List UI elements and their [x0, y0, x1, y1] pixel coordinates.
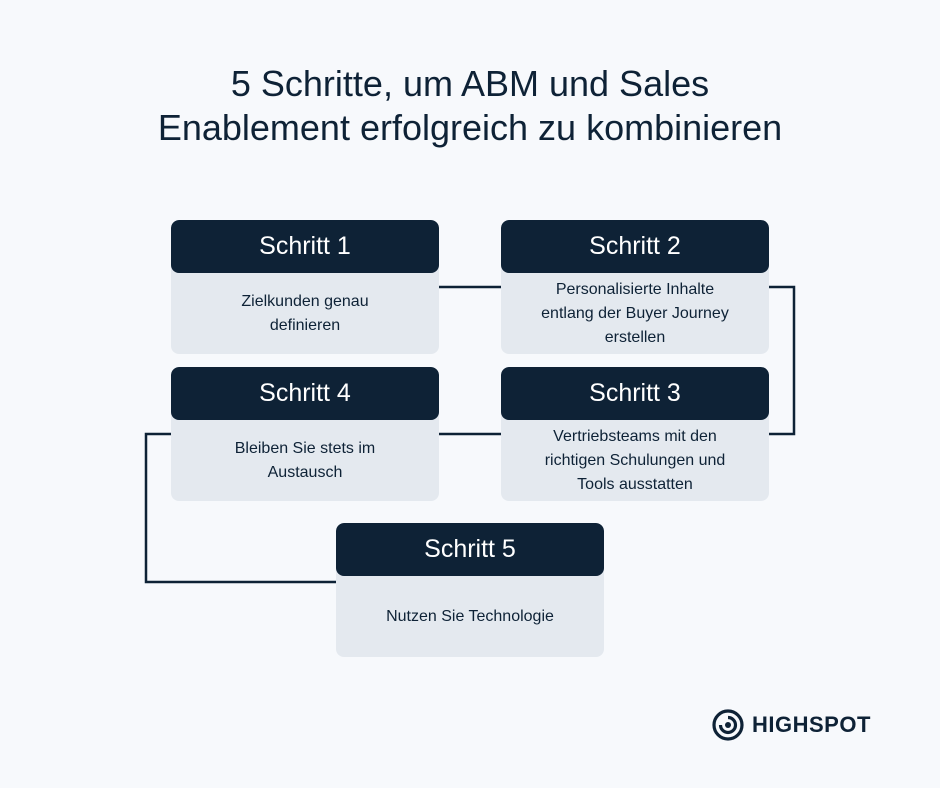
step-heading: Schritt 4: [171, 367, 439, 420]
step-heading: Schritt 5: [336, 523, 604, 576]
step-description-line: erstellen: [604, 328, 666, 346]
step-description-line: richtigen Schulungen und: [544, 451, 726, 469]
step-description-line: Nutzen Sie Technologie: [386, 607, 554, 625]
highspot-logo-icon: [712, 709, 744, 741]
highspot-logo: HIGHSPOT: [712, 708, 871, 742]
step-description: Nutzen Sie Technologie: [336, 576, 604, 657]
step-description-line: Personalisierte Inhalte: [555, 280, 715, 298]
page-title: 5 Schritte, um ABM und Sales Enablement …: [0, 62, 940, 150]
step-description-line: Zielkunden genau: [241, 292, 369, 310]
title-line-2: Enablement erfolgreich zu kombinieren: [157, 107, 783, 148]
step-description-line: Tools ausstatten: [577, 475, 693, 493]
step-description-line: Vertriebsteams mit den: [553, 427, 717, 445]
step-heading: Schritt 3: [501, 367, 769, 420]
title-line-1: 5 Schritte, um ABM und Sales: [230, 63, 710, 104]
step-description: Personalisierte Inhalte entlang der Buye…: [501, 273, 769, 354]
step-card-2: Schritt 2 Personalisierte Inhalte entlan…: [501, 220, 769, 354]
step-card-5: Schritt 5 Nutzen Sie Technologie: [336, 523, 604, 657]
step-description-line: Austausch: [267, 463, 343, 481]
connector-2-3: [769, 285, 796, 436]
step-description-line: entlang der Buyer Journey: [541, 304, 729, 322]
step-card-3: Schritt 3 Vertriebsteams mit den richtig…: [501, 367, 769, 501]
step-card-4: Schritt 4 Bleiben Sie stets im Austausch: [171, 367, 439, 501]
step-description: Zielkunden genau definieren: [171, 273, 439, 354]
step-description: Vertriebsteams mit den richtigen Schulun…: [501, 420, 769, 501]
connector-4-5: [144, 432, 336, 584]
step-description-line: Bleiben Sie stets im: [234, 439, 376, 457]
logo-text: HIGHSPOT: [752, 712, 871, 737]
step-card-1: Schritt 1 Zielkunden genau definieren: [171, 220, 439, 354]
step-heading: Schritt 2: [501, 220, 769, 273]
step-description-line: definieren: [269, 316, 341, 334]
step-heading: Schritt 1: [171, 220, 439, 273]
step-description: Bleiben Sie stets im Austausch: [171, 420, 439, 501]
